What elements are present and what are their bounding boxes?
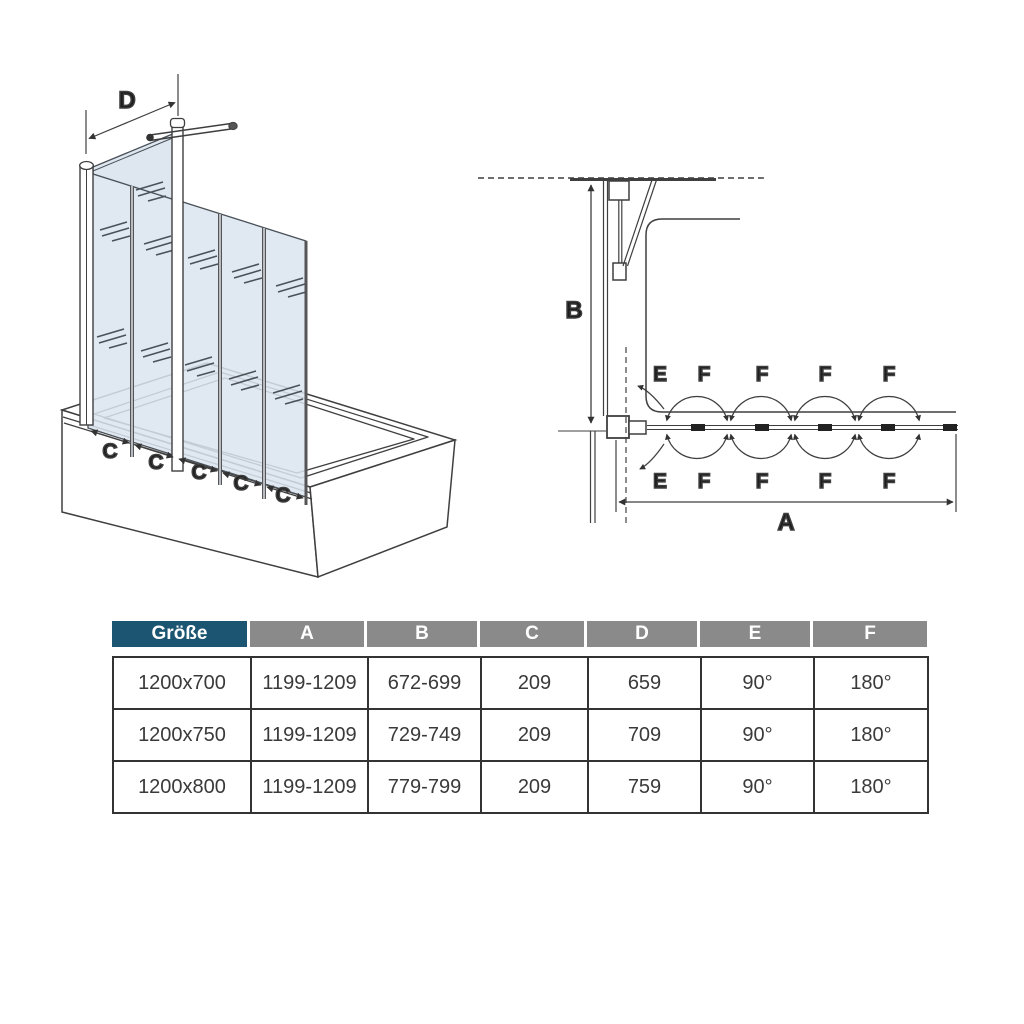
label-e-bottom: E [653,470,667,493]
screen-plan-line [647,424,958,431]
table-cell: 1200x750 [112,708,252,762]
profile-and-plan-view: B [478,177,958,537]
table-cell: 209 [480,760,589,814]
table-cell: 729-749 [367,708,482,762]
table-cell: 180° [813,656,929,710]
table-cell: 672-699 [367,656,482,710]
table-cell: 1199-1209 [250,708,369,762]
support-arm-side [622,179,653,267]
table-cell: 90° [700,760,815,814]
label-c-2: C [148,451,163,474]
label-f-top-1: F [698,363,711,386]
dimension-a [615,434,957,512]
label-f-bottom-1: F [698,470,711,493]
wall-profile-plan [589,347,647,523]
table-cell: 90° [700,708,815,762]
label-c-1: C [102,440,117,463]
arm-pivot-dot [146,133,154,142]
table-cell: 1199-1209 [250,656,369,710]
label-c-4: C [233,472,248,495]
table-row: 1200x800 1199-1209 779-799 209 759 90° 1… [112,760,929,814]
bathtub-plan-outline [645,218,956,413]
label-f-top-2: F [756,363,769,386]
technical-drawing: D C C C C C [59,74,958,579]
panel-dividers [130,186,308,505]
size-table: Größe A B C D E F 1200x700 1199-1209 672… [112,621,929,814]
table-cell: 209 [480,656,589,710]
table-cell: 759 [587,760,702,814]
table-cell: 659 [587,656,702,710]
label-c-5: C [275,484,290,507]
isometric-view: D C C C C C [59,74,458,579]
table-cell: 209 [480,708,589,762]
table-row: 1200x700 1199-1209 672-699 209 659 90° 1… [112,656,929,710]
screen-side-profile [602,179,658,416]
fold-circles [665,395,921,460]
header-cell-c: C [480,621,587,647]
label-a: A [777,509,794,536]
support-arm [146,121,238,142]
pivot-block [628,420,647,435]
table-cell: 1199-1209 [250,760,369,814]
dimension-c-arrows [90,429,304,500]
header-cell-a: A [250,621,367,647]
label-f-bottom-3: F [819,470,832,493]
wall-line [478,177,768,181]
table-cell: 1200x700 [112,656,252,710]
header-cell-f: F [813,621,927,647]
top-bracket [608,180,630,201]
label-e-top: E [653,363,667,386]
label-f-top-3: F [819,363,832,386]
size-table-body: 1200x700 1199-1209 672-699 209 659 90° 1… [112,656,929,814]
table-cell: 779-799 [367,760,482,814]
dimension-d [85,74,179,154]
table-cell: 90° [700,656,815,710]
label-c-3: C [191,461,206,484]
pivot-post [169,117,186,472]
label-f-bottom-2: F [756,470,769,493]
table-row: 1200x750 1199-1209 729-749 209 709 90° 1… [112,708,929,762]
wall-profile-post [79,160,94,426]
table-cell: 1200x800 [112,760,252,814]
header-cell-d: D [587,621,700,647]
label-b: B [565,297,582,324]
dimension-b [558,184,606,432]
table-cell: 180° [813,708,929,762]
header-cell-groesse: Größe [112,621,250,647]
table-cell: 180° [813,760,929,814]
swing-arcs [637,384,665,470]
table-cell: 709 [587,708,702,762]
hinges [691,424,957,431]
header-cell-b: B [367,621,480,647]
arm-clamp [612,262,627,281]
label-d: D [118,87,135,114]
header-cell-e: E [700,621,813,647]
label-f-bottom-4: F [883,470,896,493]
label-f-top-4: F [883,363,896,386]
size-table-header: Größe A B C D E F [112,621,927,647]
